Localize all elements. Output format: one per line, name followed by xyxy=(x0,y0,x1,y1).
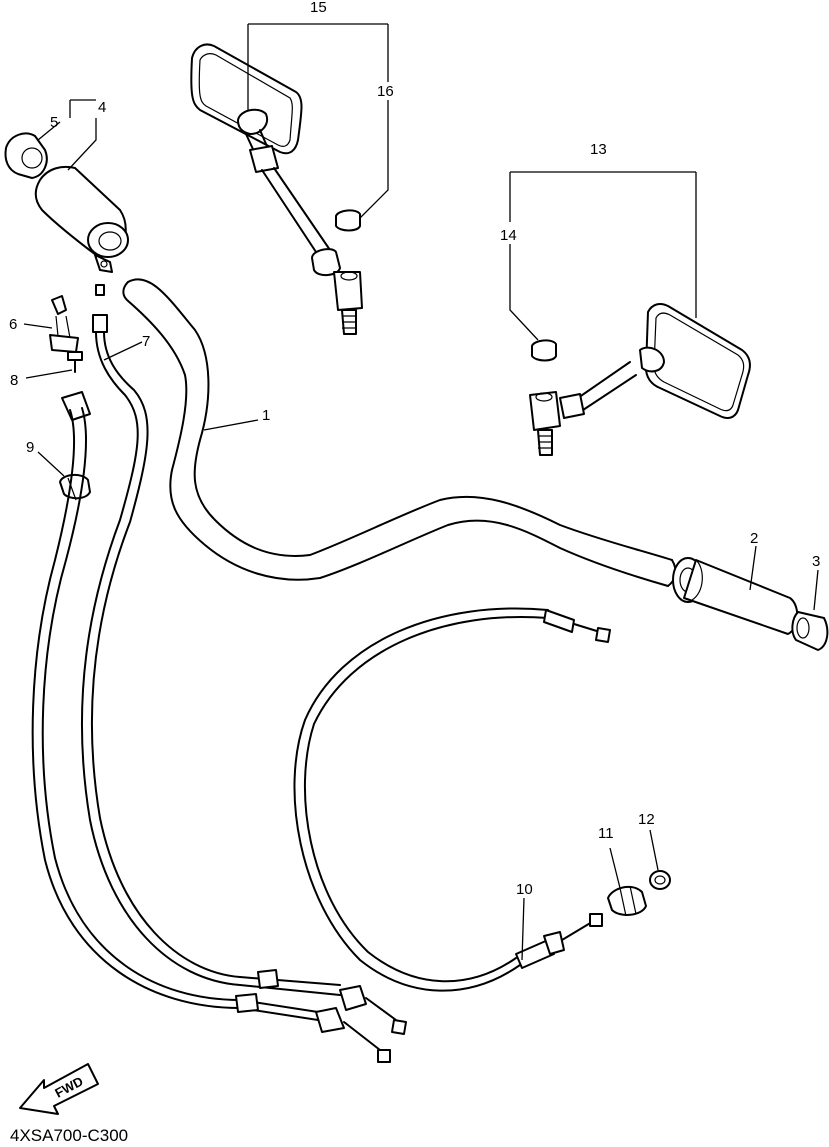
cable-clamp xyxy=(59,474,91,501)
callout-13: 13 xyxy=(590,141,607,158)
choke-nut xyxy=(649,870,671,890)
handlebar xyxy=(122,278,677,587)
diagram-code: 4XSA700-C300 xyxy=(10,1126,129,1145)
grip-end-cap-right xyxy=(791,611,829,651)
callout-8: 8 xyxy=(10,372,18,389)
callout-4: 4 xyxy=(98,99,106,116)
mirror-cap-left xyxy=(335,209,361,232)
callout-2: 2 xyxy=(750,530,758,547)
callout-15: 15 xyxy=(310,0,327,16)
callout-10: 10 xyxy=(516,881,533,898)
cable-left xyxy=(31,284,407,1063)
callout-14: 14 xyxy=(500,227,517,244)
choke-cable xyxy=(293,607,611,992)
callout-9: 9 xyxy=(26,439,34,456)
right-grip xyxy=(672,557,799,635)
mirror-left xyxy=(190,43,363,335)
callout-labels: 1 2 3 4 5 6 7 8 9 10 11 12 13 14 15 16 xyxy=(9,0,820,898)
grip-end-cap xyxy=(4,132,48,179)
callout-16: 16 xyxy=(377,83,394,100)
cable-holder xyxy=(49,295,79,353)
callout-5: 5 xyxy=(50,114,58,131)
leader-lines xyxy=(23,23,819,961)
fwd-arrow: FWD xyxy=(19,1063,99,1115)
callout-11: 11 xyxy=(598,825,614,842)
left-grip xyxy=(34,165,129,273)
callout-7: 7 xyxy=(142,333,150,350)
callout-3: 3 xyxy=(812,553,820,570)
choke-plunger xyxy=(607,885,647,917)
callout-1: 1 xyxy=(262,407,270,424)
screw xyxy=(67,351,83,373)
mirror-cap-right xyxy=(531,339,557,362)
callout-12: 12 xyxy=(638,811,655,828)
mirror-right xyxy=(529,303,751,456)
callout-6: 6 xyxy=(9,316,17,333)
